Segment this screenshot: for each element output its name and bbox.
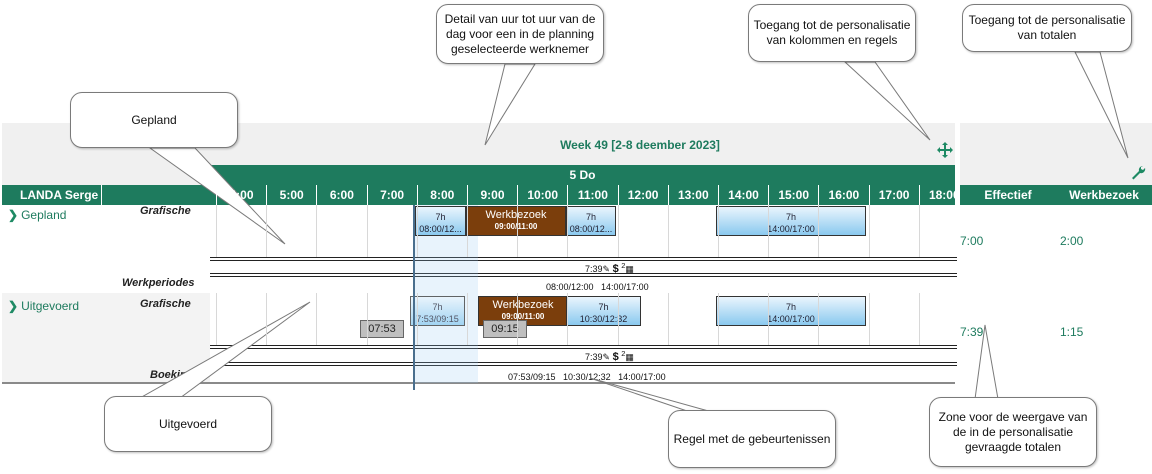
- uitgevoerd-grafische-label: Grafische: [140, 298, 191, 310]
- gepland-periods: 08:00/12:00 14:00/17:00: [546, 282, 649, 292]
- grid-line: [918, 205, 920, 257]
- wrench-icon[interactable]: [1130, 164, 1146, 180]
- grid-line: [467, 293, 468, 345]
- clock-in-badge[interactable]: 07:53: [360, 320, 404, 338]
- grid-line: [667, 205, 669, 257]
- uitgevoerd-total-effectief: 7:39: [960, 325, 984, 339]
- grid-line: [818, 293, 820, 345]
- grid-line: [818, 205, 820, 257]
- callout-zone: Zone voor de weergave van de in de perso…: [929, 397, 1097, 467]
- edit-icon[interactable]: ✎: [602, 264, 611, 274]
- row-gepland[interactable]: ❯Gepland: [8, 208, 66, 222]
- hour-col-9[interactable]: 13:00: [667, 185, 718, 205]
- grid-line: [266, 293, 268, 345]
- chevron-right-icon: ❯: [8, 299, 19, 313]
- grid-line: [718, 293, 719, 345]
- uitgevoerd-total-werkbezoek: 1:15: [1060, 325, 1084, 339]
- row-uitgevoerd-label: Uitgevoerd: [21, 299, 80, 313]
- chevron-right-icon: ❯: [8, 208, 19, 222]
- grid-line: [768, 205, 770, 257]
- gepland-total-effectief: 7:00: [960, 234, 984, 248]
- hour-col-2[interactable]: 6:00: [316, 185, 366, 205]
- hour-col-6[interactable]: 10:00: [517, 185, 567, 205]
- grid-line: [567, 293, 569, 345]
- calendar-icon[interactable]: ▦: [625, 352, 634, 362]
- edit-icon[interactable]: ✎: [602, 352, 611, 362]
- row-uitgevoerd[interactable]: ❯Uitgevoerd: [8, 299, 79, 313]
- totals-header-werkbezoek[interactable]: Werkbezoek: [1056, 185, 1152, 205]
- hour-col-13[interactable]: 17:00: [868, 185, 919, 205]
- totals-header-bg: [960, 123, 1152, 185]
- grid-line: [416, 205, 418, 257]
- hour-col-7[interactable]: 11:00: [567, 185, 617, 205]
- grid-line: [266, 205, 268, 257]
- gepland-total-werkbezoek: 2:00: [1060, 234, 1084, 248]
- hour-col-5[interactable]: 9:00: [467, 185, 517, 205]
- grid-line: [366, 205, 368, 257]
- grid-line: [316, 293, 318, 345]
- grid-line: [617, 293, 619, 345]
- day-header[interactable]: 5 Do: [210, 165, 955, 185]
- grid-line: [216, 293, 217, 345]
- grid-line: [718, 205, 719, 257]
- grid-line: [316, 205, 318, 257]
- week-title: Week 49 [2-8 deember 2023]: [560, 138, 720, 152]
- move-icon[interactable]: [936, 141, 954, 159]
- grid-line: [517, 205, 519, 257]
- werkperiodes-label: Werkperiodes: [122, 277, 195, 289]
- grid-line: [617, 205, 619, 257]
- boekingen-label: Boekingen: [150, 369, 207, 381]
- callout-regel: Regel met de gebeurtenissen: [668, 410, 836, 468]
- dollar-icon[interactable]: $: [612, 351, 619, 363]
- employee-name[interactable]: LANDA Serge: [2, 185, 102, 205]
- grid-line: [567, 205, 569, 257]
- callout-detail: Detail van uur tot uur van de dag voor e…: [436, 4, 604, 64]
- dollar-icon[interactable]: $: [612, 263, 619, 275]
- grid-line: [868, 205, 870, 257]
- callout-toegang-totalen: Toegang tot de personalisatie van totale…: [962, 4, 1132, 52]
- callout-gepland: Gepland: [70, 92, 238, 148]
- clock-out-badge[interactable]: 09:15: [483, 320, 527, 338]
- hour-col-0[interactable]: 4:00: [216, 185, 266, 205]
- hour-col-3[interactable]: 7:00: [366, 185, 417, 205]
- grid-line: [366, 293, 368, 345]
- totals-header-effectief[interactable]: Effectief: [960, 185, 1056, 205]
- grid-line: [517, 293, 519, 345]
- grid-line: [416, 293, 418, 345]
- grid-line: [868, 293, 870, 345]
- hour-col-12[interactable]: 16:00: [818, 185, 868, 205]
- grid-line: [216, 205, 217, 257]
- grid-line: [918, 293, 920, 345]
- grid-line: [768, 293, 770, 345]
- calendar-icon[interactable]: ▦: [625, 264, 634, 274]
- grid-line: [667, 293, 669, 345]
- row-gepland-label: Gepland: [21, 208, 67, 222]
- hour-col-11[interactable]: 15:00: [768, 185, 818, 205]
- callout-toegang-kolommen: Toegang tot de personalisatie van kolomm…: [748, 4, 916, 62]
- hour-col-8[interactable]: 12:00: [617, 185, 668, 205]
- current-time-line: [413, 205, 415, 390]
- hour-col-1[interactable]: 5:00: [266, 185, 316, 205]
- gepland-grafische-label: Grafische: [140, 205, 191, 217]
- hour-col-4[interactable]: 8:00: [416, 185, 467, 205]
- uitgevoerd-periods: 07:53/09:15 10:30/12:32 14:00/17:00: [508, 372, 666, 382]
- callout-uitgevoerd: Uitgevoerd: [104, 396, 272, 452]
- gepland-summary[interactable]: 7:39✎ $ 2▦: [585, 261, 634, 275]
- grid-line: [467, 205, 468, 257]
- hour-col-14[interactable]: 18:00: [918, 185, 969, 205]
- uitgevoerd-summary[interactable]: 7:39✎ $ 2▦: [585, 349, 634, 363]
- hour-col-10[interactable]: 14:00: [718, 185, 768, 205]
